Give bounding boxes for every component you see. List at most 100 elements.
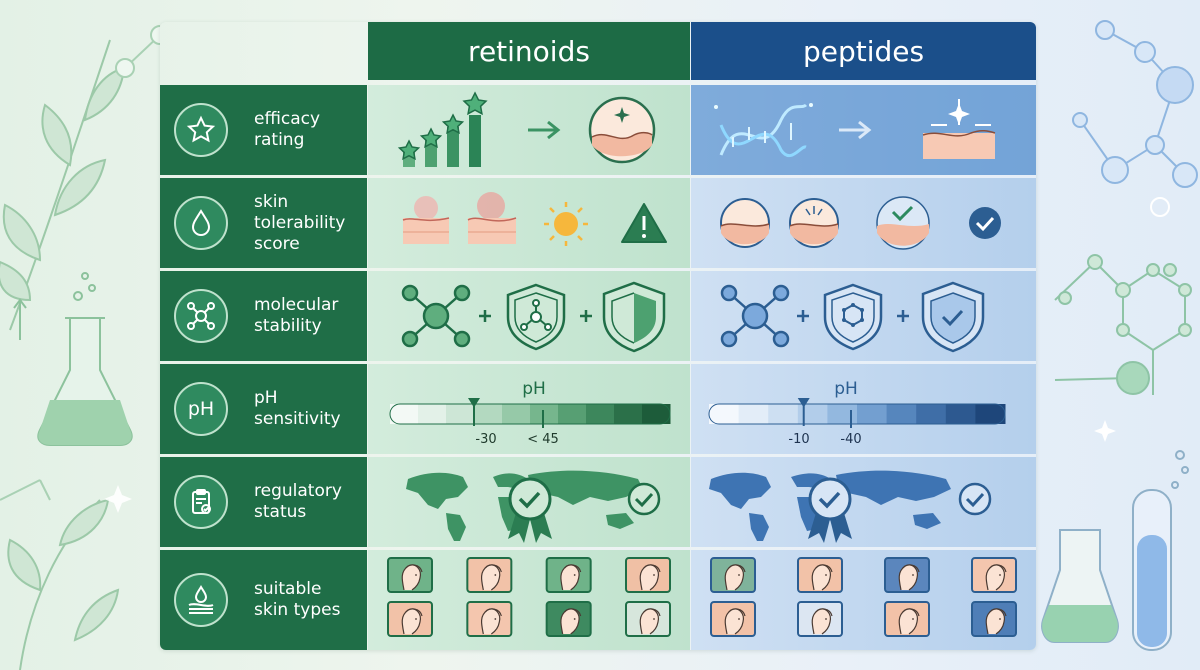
retinoids-ph-cell: pH -30 < 45 <box>368 364 690 454</box>
ph-high-value: -40 <box>840 432 861 447</box>
row-molecular-stability: molecular stability <box>160 271 1036 361</box>
irritated-skin-icon <box>402 196 450 244</box>
ph-marker-icon <box>797 398 810 426</box>
ph-scale-bar <box>708 403 1006 428</box>
ph-badge: pH <box>174 382 228 436</box>
row-label-text: suitable skin types <box>254 579 341 620</box>
peptides-stability-cell <box>691 271 1036 361</box>
ph-scale-segment <box>390 404 419 424</box>
row-efficacy-rating: efficacy rating <box>160 85 1036 175</box>
row-label: molecular stability <box>160 271 367 361</box>
ph-scale-segment <box>642 404 671 424</box>
ph-scale-segment <box>502 404 531 424</box>
face-tile-icon <box>884 601 930 637</box>
ph-scale-label: pH <box>834 379 858 399</box>
row-label-text: skin tolerability score <box>254 191 346 254</box>
ph-marker-icon <box>468 398 480 426</box>
face-tile-icon <box>466 601 513 637</box>
ph-scale-segment <box>916 404 947 424</box>
retinoids-skin-types-cell <box>368 550 690 650</box>
face-tile-icon <box>710 557 756 593</box>
calm-skin-circle-icon <box>720 198 770 248</box>
peptides-efficacy-cell <box>691 85 1036 175</box>
water-drop-icon <box>174 196 228 250</box>
skin-layer-drop-icon <box>174 573 228 627</box>
warning-icon <box>621 203 667 243</box>
face-tile-icon <box>625 601 671 637</box>
star-icon <box>174 103 228 157</box>
retinoids-header-label: retinoids <box>468 34 590 68</box>
ph-scale-segment <box>418 404 447 424</box>
ph-scale-segment <box>709 404 740 424</box>
retinoids-efficacy-cell <box>368 85 690 175</box>
row-label: suitable skin types <box>160 550 367 650</box>
face-tile-icon <box>387 601 433 637</box>
ph-scale-segment <box>586 404 615 424</box>
ph-scale-segment <box>768 404 799 424</box>
irritated-skin-icon <box>467 192 517 244</box>
row-label-text: regulatory status <box>254 481 342 522</box>
ph-scale-segment <box>886 404 917 424</box>
arrow-right-icon <box>528 120 561 140</box>
plus-icon <box>479 310 491 322</box>
retinoids-regulatory-cell <box>368 457 690 547</box>
face-tile-icon <box>797 601 843 637</box>
healthy-skin-check-icon <box>876 196 930 250</box>
face-tile-icon <box>971 557 1017 593</box>
face-tile-icon <box>466 557 513 593</box>
calm-skin-circle-icon <box>789 198 839 248</box>
plus-icon <box>797 310 809 322</box>
face-tile-icon <box>625 557 671 593</box>
check-circle-icon <box>969 207 1001 239</box>
ph-scale-segment <box>827 404 858 424</box>
shield-molecule-icon <box>506 283 566 351</box>
peptides-tolerability-cell <box>691 178 1036 268</box>
face-tile-icon <box>971 601 1017 637</box>
peptides-header-label: peptides <box>802 34 925 68</box>
right-decoration <box>1041 20 1198 651</box>
row-label: regulatory status <box>160 457 367 547</box>
ph-scale-segment <box>975 404 1006 424</box>
ph-scale-segment <box>530 404 559 424</box>
check-circle-icon <box>958 482 992 516</box>
ph-scale-segment <box>738 404 769 424</box>
shield-molecule-icon <box>823 283 883 351</box>
peptides-ph-cell: pH -10 -40 <box>691 364 1036 454</box>
row-regulatory-status: regulatory status <box>160 457 1036 547</box>
ph-scale-segment <box>857 404 888 424</box>
check-circle-icon <box>627 482 661 516</box>
skin-layer-glow-icon <box>922 99 996 159</box>
row-label-text: efficacy rating <box>254 109 321 150</box>
face-tile-icon <box>710 601 756 637</box>
row-label-text: pH sensitivity <box>254 388 341 429</box>
comparison-table: retinoids peptides efficacy rating <box>160 22 1036 650</box>
peptides-regulatory-cell <box>691 457 1036 547</box>
face-tile-icon <box>884 557 930 593</box>
award-check-badge-icon <box>508 477 552 543</box>
ph-scale-segment <box>797 404 828 424</box>
ph-low-value: -10 <box>788 432 809 447</box>
molecule-icon <box>401 284 471 348</box>
molecule-icon <box>174 289 228 343</box>
left-decoration <box>0 25 160 670</box>
ph-scale-outline <box>708 403 1006 425</box>
arrow-right-icon <box>839 120 872 140</box>
face-tile-icon <box>387 557 433 593</box>
peptides-skin-types-cell <box>691 550 1036 650</box>
ph-scale-bar <box>389 403 671 428</box>
retinoids-column-header: retinoids <box>368 22 690 80</box>
ph-scale-segment <box>474 404 503 424</box>
rising-stars-bars-icon <box>397 91 488 167</box>
skin-circle-icon <box>588 96 656 164</box>
peptides-column-header: peptides <box>691 22 1036 80</box>
ph-low-value: -30 <box>475 432 496 447</box>
plus-icon <box>580 310 592 322</box>
ph-high-value: < 45 <box>527 432 559 447</box>
shield-check-icon <box>602 281 666 353</box>
row-label-text: molecular stability <box>254 295 339 336</box>
ph-scale-segment <box>614 404 643 424</box>
face-tile-icon <box>545 557 592 593</box>
plus-icon <box>897 310 909 322</box>
clipboard-check-icon <box>174 475 228 529</box>
retinoids-stability-cell <box>368 271 690 361</box>
